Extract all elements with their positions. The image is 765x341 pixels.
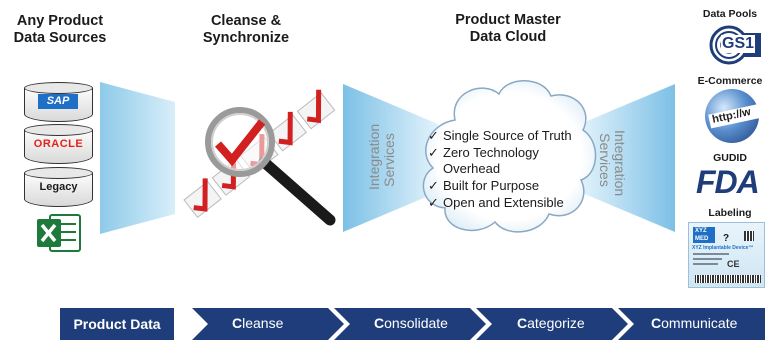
labeling-label: Labeling bbox=[708, 207, 752, 219]
gs1-logo: GS1 bbox=[705, 23, 761, 67]
label-barcode bbox=[695, 275, 761, 283]
data-pools-label: Data Pools bbox=[702, 8, 758, 20]
cloud-item: Open and Extensible bbox=[428, 195, 588, 211]
gudid-label: GUDID bbox=[713, 152, 747, 164]
label-detail-lines bbox=[693, 253, 729, 265]
step-categorize: Categorize bbox=[517, 315, 585, 331]
step-cleanse: Cleanse bbox=[232, 315, 284, 331]
cloud-item: Single Source of Truth bbox=[428, 128, 588, 144]
globe-url-text: http://w bbox=[708, 101, 765, 129]
magnifier-icon bbox=[205, 107, 336, 226]
cloud-item: Built for Purpose bbox=[428, 178, 588, 194]
sap-database: SAP bbox=[24, 82, 93, 122]
excel-icon bbox=[37, 214, 81, 252]
chevron-consolidate bbox=[334, 308, 486, 340]
product-data-box: Product Data bbox=[60, 308, 174, 340]
cloud-item: Zero Technology Overhead bbox=[428, 145, 588, 177]
process-chevrons bbox=[192, 308, 765, 340]
oracle-logo: ORACLE bbox=[33, 138, 84, 150]
ecommerce-label: E-Commerce bbox=[697, 75, 763, 87]
funnel-sources-to-cleanse bbox=[100, 82, 175, 234]
integration-services-funnel-left bbox=[343, 84, 438, 232]
label-product-name: XYZ Implantable Device™ bbox=[692, 245, 754, 251]
checklist-magnifier-illustration bbox=[183, 89, 336, 226]
fda-logo: FDA bbox=[696, 164, 760, 200]
step-consolidate: Consolidate bbox=[374, 315, 448, 331]
label-symbol-icons: ? bbox=[723, 228, 761, 244]
cloud-feature-list: Single Source of Truth Zero Technology O… bbox=[428, 128, 588, 212]
step-communicate: Communicate bbox=[651, 315, 738, 331]
oracle-database: ORACLE bbox=[24, 124, 93, 164]
chevron-communicate bbox=[618, 308, 765, 340]
integration-services-funnel-right bbox=[580, 84, 675, 232]
globe-icon: http://w bbox=[705, 89, 765, 143]
label-ce-mark: CE bbox=[727, 259, 740, 269]
gs1-text: GS1 bbox=[721, 35, 756, 53]
chevron-cleanse bbox=[192, 308, 344, 340]
legacy-label: Legacy bbox=[39, 181, 78, 193]
sap-logo: SAP bbox=[38, 94, 78, 109]
chevron-categorize bbox=[476, 308, 628, 340]
header-cleanse-synchronize: Cleanse &Synchronize bbox=[202, 13, 290, 46]
legacy-database: Legacy bbox=[24, 167, 93, 207]
